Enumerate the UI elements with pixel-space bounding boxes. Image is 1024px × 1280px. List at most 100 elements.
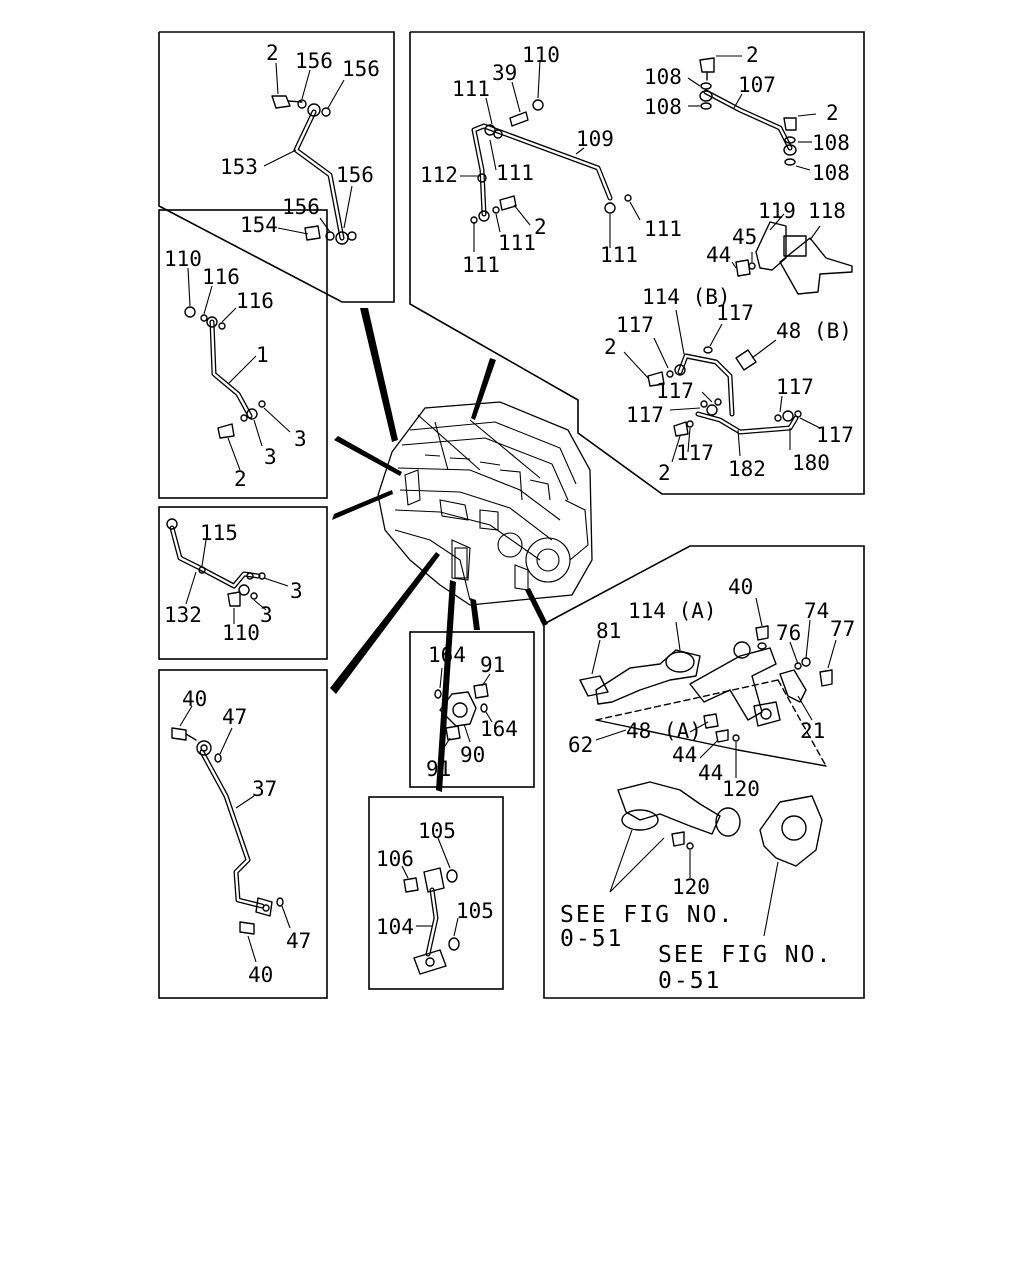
label: 44 xyxy=(698,761,723,785)
label: 117 xyxy=(816,423,854,447)
label: 62 xyxy=(568,733,593,757)
panel-frame-pipe-37 xyxy=(158,669,328,999)
label: 117 xyxy=(676,441,714,465)
label: 39 xyxy=(492,61,517,85)
panel-frame-pipe-1 xyxy=(158,209,328,499)
label: 21 xyxy=(800,719,825,743)
label: 37 xyxy=(252,777,277,801)
label: 114 (A) xyxy=(628,599,717,623)
see-figure-note: 0-51 xyxy=(658,968,721,994)
panel-frame-pipe-104 xyxy=(368,796,504,990)
label: 154 xyxy=(240,213,278,237)
label: 132 xyxy=(164,603,202,627)
label: 2 xyxy=(604,335,617,359)
panel-frame-banjo-pipe xyxy=(158,31,395,303)
see-figure-note: SEE FIG NO. xyxy=(658,942,832,968)
label: 111 xyxy=(498,231,536,255)
label: 40 xyxy=(248,963,273,987)
label: 2 xyxy=(266,41,279,65)
label: 156 xyxy=(282,195,320,219)
label: 91 xyxy=(426,757,451,781)
panel-water-pipe: 40 114 (A) 81 76 74 77 21 62 48 (A) 44 4… xyxy=(560,575,855,994)
label: 116 xyxy=(236,289,274,313)
label: 45 xyxy=(732,225,757,249)
label: 81 xyxy=(596,619,621,643)
label: 156 xyxy=(342,57,380,81)
label: 182 xyxy=(728,457,766,481)
label: 44 xyxy=(706,243,731,267)
label: 108 xyxy=(644,65,682,89)
panel-pipe-104: 105 106 105 104 xyxy=(376,819,494,975)
label: 105 xyxy=(456,899,494,923)
label: 3 xyxy=(264,445,277,469)
panel-pipe-114b: 114 (B) 117 117 48 (B) 2 117 117 117 117… xyxy=(604,285,854,485)
see-figure-note: 0-51 xyxy=(560,926,623,952)
label: 48 (B) xyxy=(776,319,852,343)
label: 111 xyxy=(600,243,638,267)
label: 3 xyxy=(260,603,273,627)
label: 40 xyxy=(728,575,753,599)
label: 118 xyxy=(808,199,846,223)
label: 108 xyxy=(812,131,850,155)
label: 164 xyxy=(480,717,518,741)
label: 2 xyxy=(534,215,547,239)
panel-turbo-oil-lines: 110 39 111 110 109 111 112 111 2 111 111… xyxy=(420,43,853,295)
label: 3 xyxy=(294,427,307,451)
label: 111 xyxy=(644,217,682,241)
panel-pipe-114b-extra: 117 xyxy=(676,441,714,465)
label: 105 xyxy=(418,819,456,843)
panel-pipe-115: 115 3 3 132 110 xyxy=(164,518,303,645)
label: 120 xyxy=(672,875,710,899)
panel-pipe-107-bracket: 2 108 107 108 2 108 108 119 118 45 44 xyxy=(644,43,850,267)
label: 110 xyxy=(164,247,202,271)
label: 114 (B) xyxy=(642,285,731,309)
label: 47 xyxy=(222,705,247,729)
panel-frame-water-pipe xyxy=(543,545,865,999)
engine-block xyxy=(377,401,593,606)
panel-frames xyxy=(158,31,865,999)
label: 2 xyxy=(746,43,759,67)
panel-sensor-90: 164 91 164 91 90 xyxy=(426,643,518,781)
label: 76 xyxy=(776,621,801,645)
label: 156 xyxy=(295,49,333,73)
label: 117 xyxy=(656,379,694,403)
label: 117 xyxy=(616,313,654,337)
label: 112 xyxy=(420,163,458,187)
label: 108 xyxy=(812,161,850,185)
label: 106 xyxy=(376,847,414,871)
label: 2 xyxy=(658,461,671,485)
label: 108 xyxy=(644,95,682,119)
label: 1 xyxy=(256,343,269,367)
label: 3 xyxy=(290,579,303,603)
see-figure-note: SEE FIG NO. xyxy=(560,902,734,928)
label: 107 xyxy=(738,73,776,97)
label: 40 xyxy=(182,687,207,711)
label: 119 xyxy=(758,199,796,223)
label: 110 xyxy=(522,43,560,67)
label: 2 xyxy=(234,467,247,491)
label: 111 xyxy=(462,253,500,277)
label: 116 xyxy=(202,265,240,289)
panel-frame-turbo-oil-lines xyxy=(409,31,865,495)
panel-banjo-pipe-153: 2 156 156 153 156 156 154 xyxy=(220,41,380,245)
label: 164 xyxy=(428,643,466,667)
label: 109 xyxy=(576,127,614,151)
label: 90 xyxy=(460,743,485,767)
label: 44 xyxy=(672,743,697,767)
label: 153 xyxy=(220,155,258,179)
label: 91 xyxy=(480,653,505,677)
label: 117 xyxy=(626,403,664,427)
label: 120 xyxy=(722,777,760,801)
label: 115 xyxy=(200,521,238,545)
panel-frame-pipe-115 xyxy=(158,506,328,660)
label: 48 (A) xyxy=(626,719,702,743)
label: 117 xyxy=(776,375,814,399)
label: 74 xyxy=(804,599,829,623)
panel-frame-sensor-90 xyxy=(409,631,535,788)
label: 2 xyxy=(826,101,839,125)
label: 110 xyxy=(222,621,260,645)
label: 156 xyxy=(336,163,374,187)
panel-pipe-1: 110 116 116 1 3 3 2 xyxy=(164,247,307,491)
pointer-wedges xyxy=(330,308,548,792)
